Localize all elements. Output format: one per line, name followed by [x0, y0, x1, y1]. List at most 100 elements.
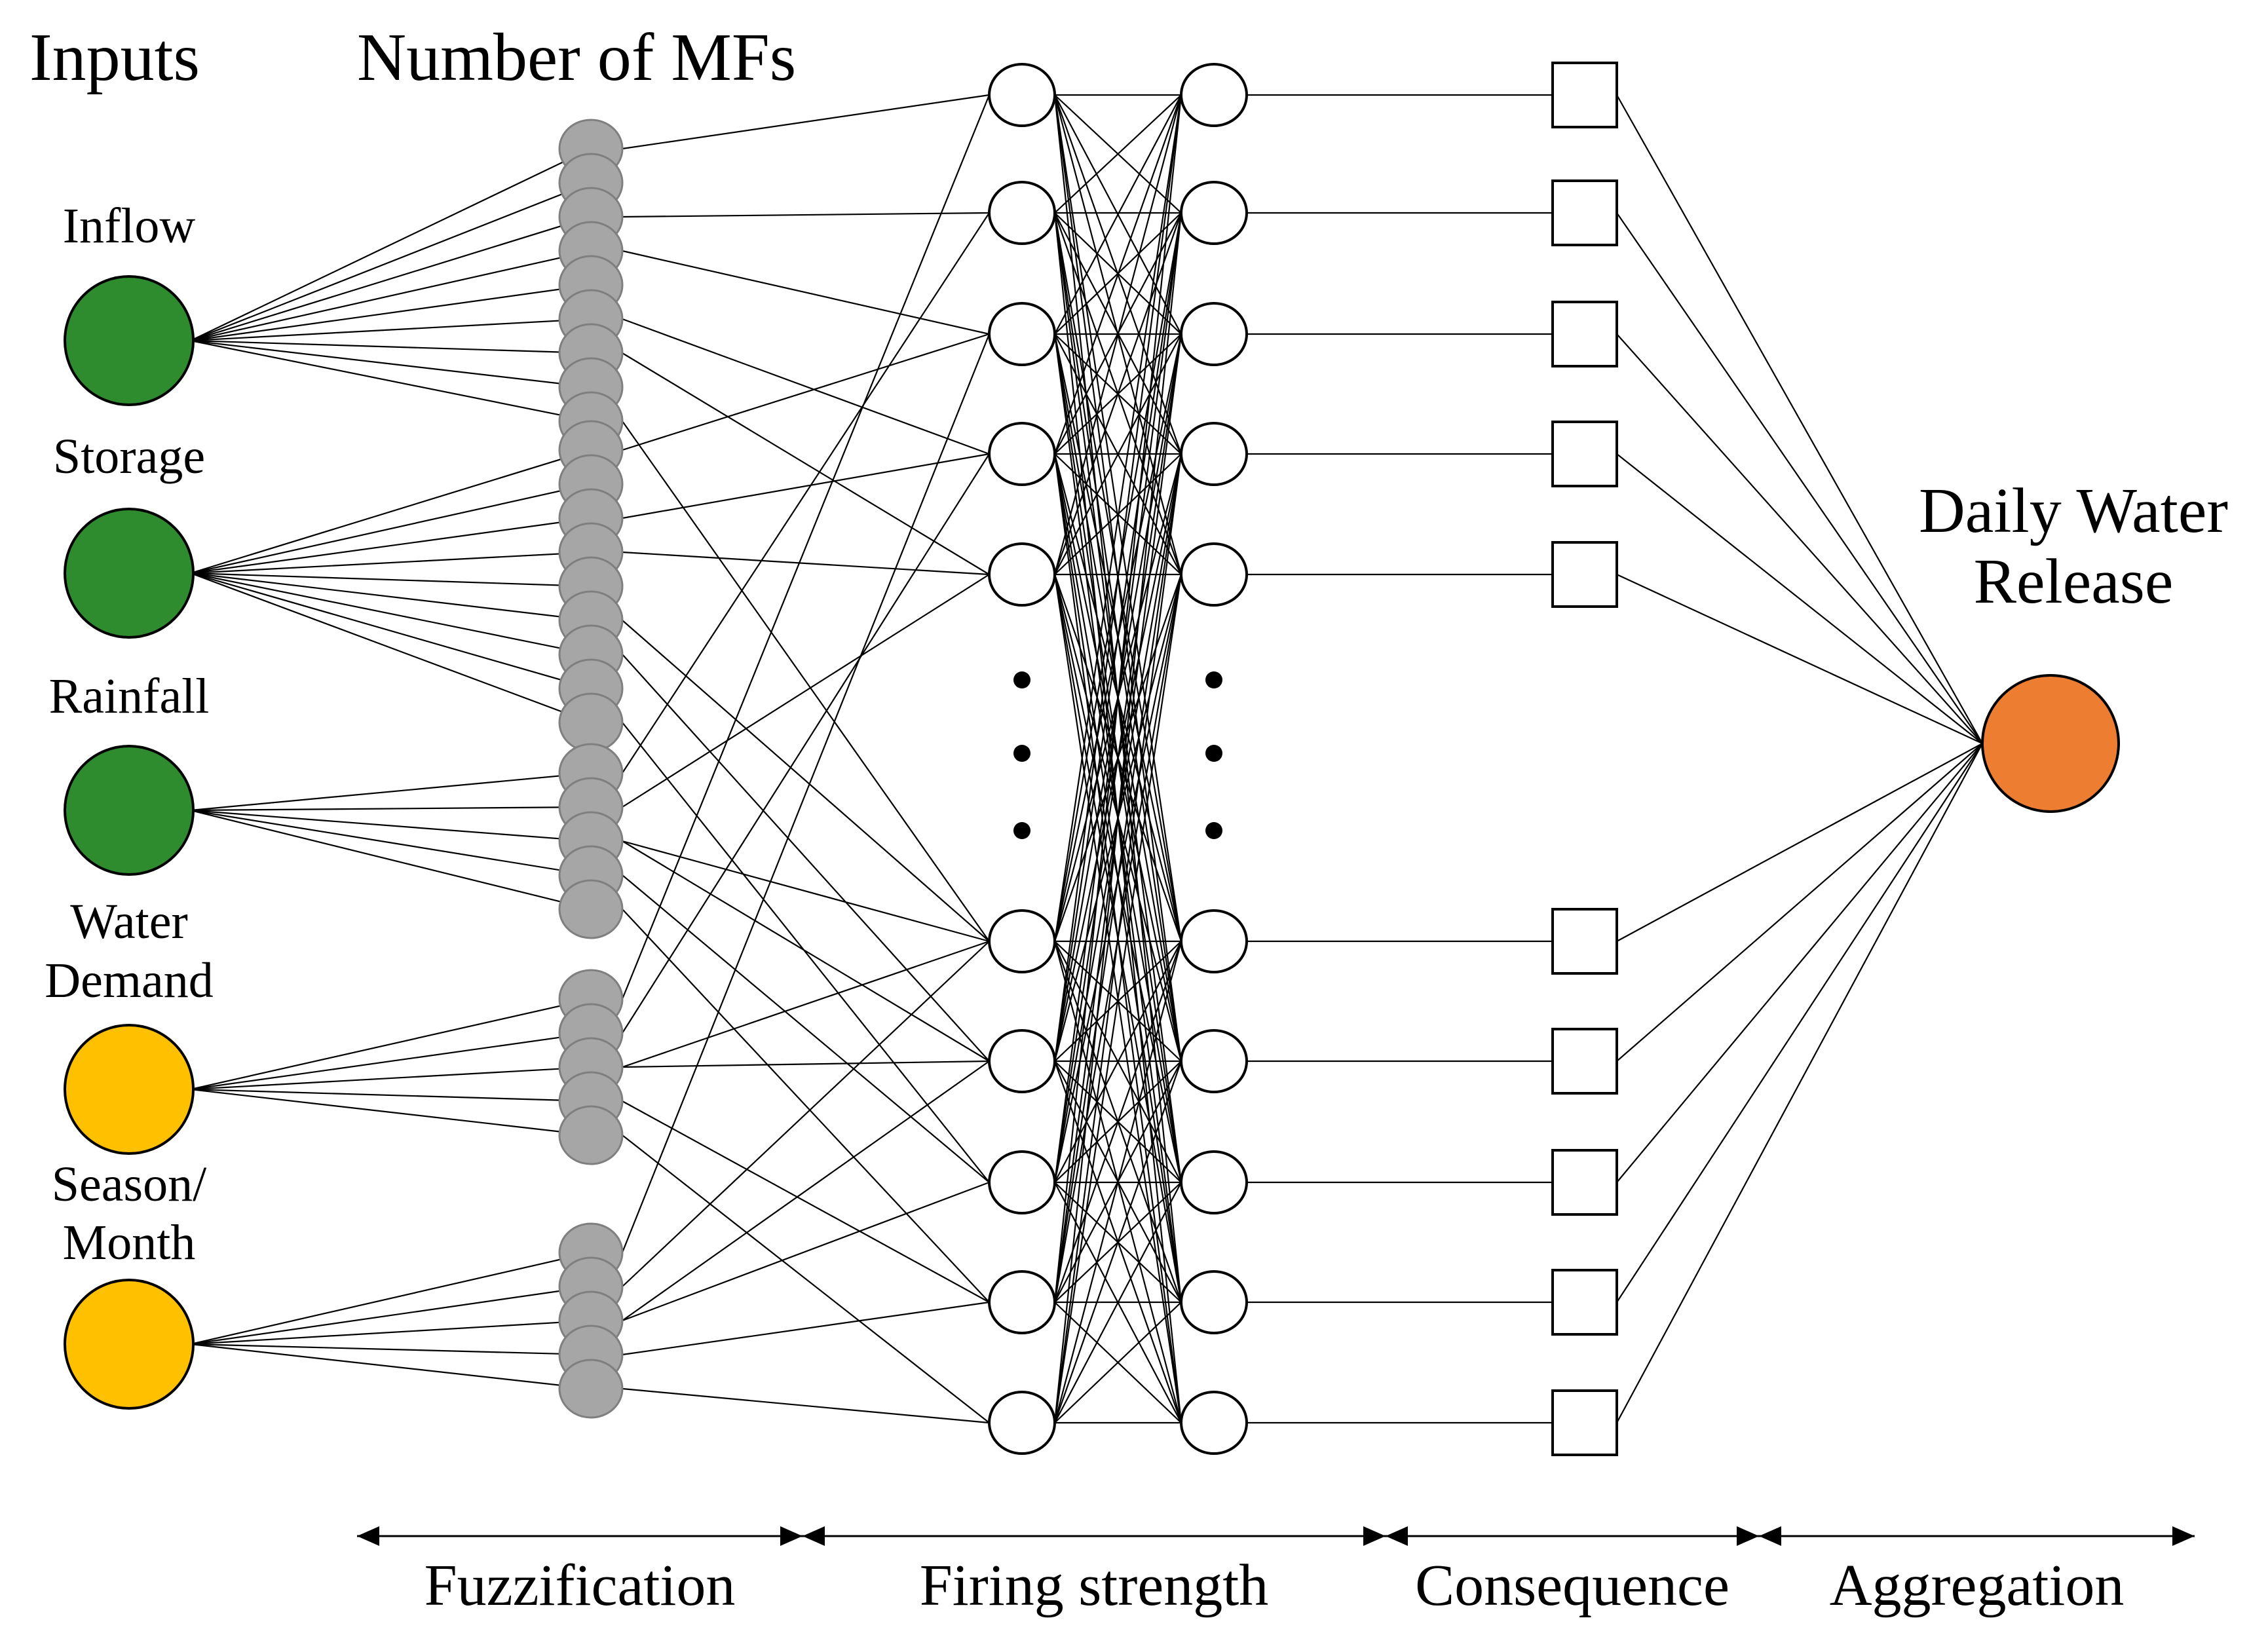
rule-norm-edge: [1053, 94, 1182, 455]
rule-norm-edge: [1053, 574, 1182, 1423]
ellipsis-dot: [1205, 671, 1222, 688]
rule-norm-edge: [1053, 212, 1182, 1423]
input-mf-edge: [190, 517, 592, 574]
input-mf-edge: [190, 1088, 592, 1137]
consequence-node: [1551, 1389, 1618, 1456]
mf-rule-edge: [622, 453, 990, 519]
input-mf-edge: [190, 1319, 592, 1345]
input-mf-edge: [190, 572, 592, 690]
rule-norm-edge: [1053, 94, 1182, 575]
nodes-layer: [64, 62, 2120, 1456]
input-mf-edge: [190, 339, 592, 354]
mf-rule-edge: [622, 722, 990, 1183]
input-node: [64, 745, 195, 876]
mf-rule-edge: [622, 212, 990, 774]
input-mf-edge: [190, 1088, 592, 1102]
rule-node: [988, 1150, 1056, 1214]
mf-rule-edge: [621, 94, 991, 1000]
input-mf-edge: [190, 772, 592, 812]
input-mf-edge: [190, 809, 592, 911]
input-mf-edge: [190, 339, 592, 388]
rule-norm-edge: [1053, 453, 1182, 1303]
consequence-output-edge: [1616, 333, 1983, 744]
mf-node: [558, 1105, 624, 1165]
input-label: Inflow: [63, 198, 196, 254]
input-mf-edge: [190, 483, 592, 574]
input-label: Storage: [53, 429, 205, 484]
consequence-output-edge: [1616, 743, 1983, 1303]
normalization-node: [1180, 302, 1248, 366]
input-mf-edge: [190, 148, 592, 341]
mf-rule-edge: [622, 1100, 990, 1303]
consequence-node: [1551, 1028, 1618, 1095]
mf-rule-edge: [622, 909, 990, 1303]
mf-rule-edge: [622, 840, 990, 1062]
rule-node: [988, 1270, 1056, 1334]
mf-rule-edge: [622, 1387, 990, 1424]
input-mf-edge: [190, 1066, 592, 1091]
arrow-right-icon: [1737, 1526, 1759, 1546]
ellipsis-dot: [1013, 822, 1030, 839]
rule-norm-edge: [1053, 1061, 1182, 1423]
mf-rule-edge: [622, 1181, 990, 1322]
normalization-node: [1180, 63, 1248, 127]
input-node: [64, 1279, 195, 1410]
mf-rule-edge: [622, 318, 990, 455]
rule-norm-edge: [1053, 941, 1182, 1423]
phase-label: Consequence: [1415, 1553, 1729, 1618]
mf-rule-edge: [622, 840, 990, 943]
input-mf-edge: [190, 181, 592, 342]
consequence-node: [1551, 1269, 1618, 1336]
input-mf-edge: [190, 551, 592, 574]
input-mf-edge: [190, 284, 592, 342]
mf-rule-edge: [622, 654, 990, 1062]
input-node: [64, 275, 195, 406]
mf-rule-edge: [622, 551, 990, 576]
consequence-output-edge: [1616, 453, 1983, 744]
ellipsis-dot: [1205, 822, 1222, 839]
mf-rule-edge: [622, 250, 990, 335]
mf-rule-edge: [622, 1301, 990, 1356]
input-mf-edge: [190, 1343, 592, 1356]
mfs-heading: Number of MFs: [357, 20, 796, 95]
mf-rule-edge: [622, 333, 990, 451]
rule-node: [988, 1391, 1056, 1455]
mf-rule-edge: [622, 453, 990, 1034]
mf-node: [558, 692, 624, 753]
rule-norm-edge: [1053, 212, 1182, 575]
phase-label: Aggregation: [1830, 1553, 2125, 1618]
consequence-node: [1551, 179, 1618, 246]
consequence-node: [1551, 62, 1618, 128]
input-mf-edge: [190, 318, 592, 342]
mf-rule-edge: [621, 333, 991, 1253]
arrow-left-icon: [1759, 1526, 1781, 1546]
ellipsis-dot: [1013, 671, 1030, 688]
normalization-node: [1180, 1270, 1248, 1334]
mf-rule-edge: [622, 620, 990, 942]
arrow-right-icon: [2172, 1526, 2195, 1546]
mf-rule-edge: [622, 941, 990, 1287]
input-mf-edge: [190, 572, 592, 588]
input-mf-edge: [190, 1343, 592, 1390]
phase-label: Fuzzification: [425, 1553, 736, 1618]
rule-node: [988, 302, 1056, 366]
input-mf-edge: [190, 572, 592, 724]
consequence-node: [1551, 1149, 1618, 1216]
rule-norm-edge: [1054, 1182, 1182, 1423]
consequence-output-edge: [1616, 212, 1983, 744]
output-label: Release: [1974, 546, 2174, 617]
arrow-left-icon: [357, 1526, 379, 1546]
input-label: Demand: [45, 953, 213, 1008]
mf-rule-edge: [622, 212, 990, 218]
input-mf-edge: [190, 250, 592, 342]
mf-rule-edge: [622, 1060, 990, 1068]
rule-norm-edge: [1053, 453, 1182, 1423]
output-label: Daily Water: [1919, 476, 2228, 546]
mf-rule-edge: [622, 1135, 990, 1423]
rule-norm-edge: [1053, 333, 1182, 1183]
consequence-output-edge: [1616, 743, 1983, 942]
mf-rule-edge: [622, 1061, 990, 1321]
rule-norm-edge: [1053, 94, 1182, 942]
consequence-node: [1551, 421, 1618, 487]
